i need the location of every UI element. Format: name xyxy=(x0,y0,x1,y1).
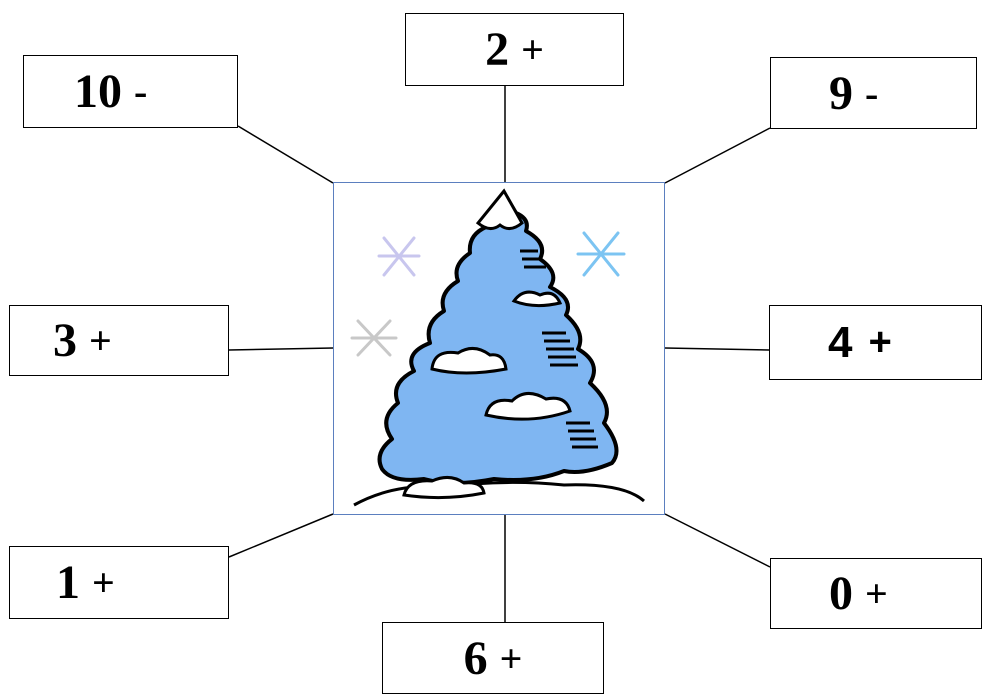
box-operator: + xyxy=(521,27,544,72)
snowflake-icon xyxy=(576,231,626,277)
box-operator: - xyxy=(134,69,148,114)
box-number: 1 xyxy=(56,556,80,609)
box-operator: - xyxy=(865,70,879,116)
box-bottom-6-plus: 6 + xyxy=(382,622,604,694)
box-top-2-plus: 2 + xyxy=(405,13,624,86)
christmas-tree-icon xyxy=(350,188,646,507)
box-number: 3 xyxy=(53,314,77,367)
box-number: 6 xyxy=(463,631,488,685)
connector-top-left xyxy=(237,125,334,184)
connector-bottom-left xyxy=(228,513,334,558)
box-number: 0 xyxy=(829,567,853,620)
box-number: 10 xyxy=(74,65,122,118)
box-top-right-9-minus: 9 - xyxy=(770,57,977,129)
box-operator: + xyxy=(865,571,888,616)
box-operator: + xyxy=(89,318,112,363)
box-operator: + xyxy=(868,320,892,364)
box-top-left-10-minus: 10 - xyxy=(23,55,238,128)
box-bottom-left-1-plus: 1 + xyxy=(9,546,229,619)
box-operator: + xyxy=(92,560,115,605)
connector-mid-left xyxy=(228,347,334,351)
connector-bottom-right xyxy=(664,513,771,568)
snowflake-icon xyxy=(377,236,421,277)
box-middle-left-3-plus: 3 + xyxy=(9,305,229,376)
box-number: 9 xyxy=(829,66,853,120)
box-operator: + xyxy=(499,635,523,681)
snowflake-icon xyxy=(350,319,398,357)
tree-picture-frame xyxy=(333,182,665,515)
box-number: 2 xyxy=(485,23,510,76)
connector-mid-right xyxy=(664,347,770,351)
connector-top-right xyxy=(664,127,771,184)
box-middle-right-4-plus: 4 + xyxy=(769,305,982,380)
box-bottom-right-0-plus: 0 + xyxy=(770,558,982,629)
box-number: 4 xyxy=(828,317,853,367)
